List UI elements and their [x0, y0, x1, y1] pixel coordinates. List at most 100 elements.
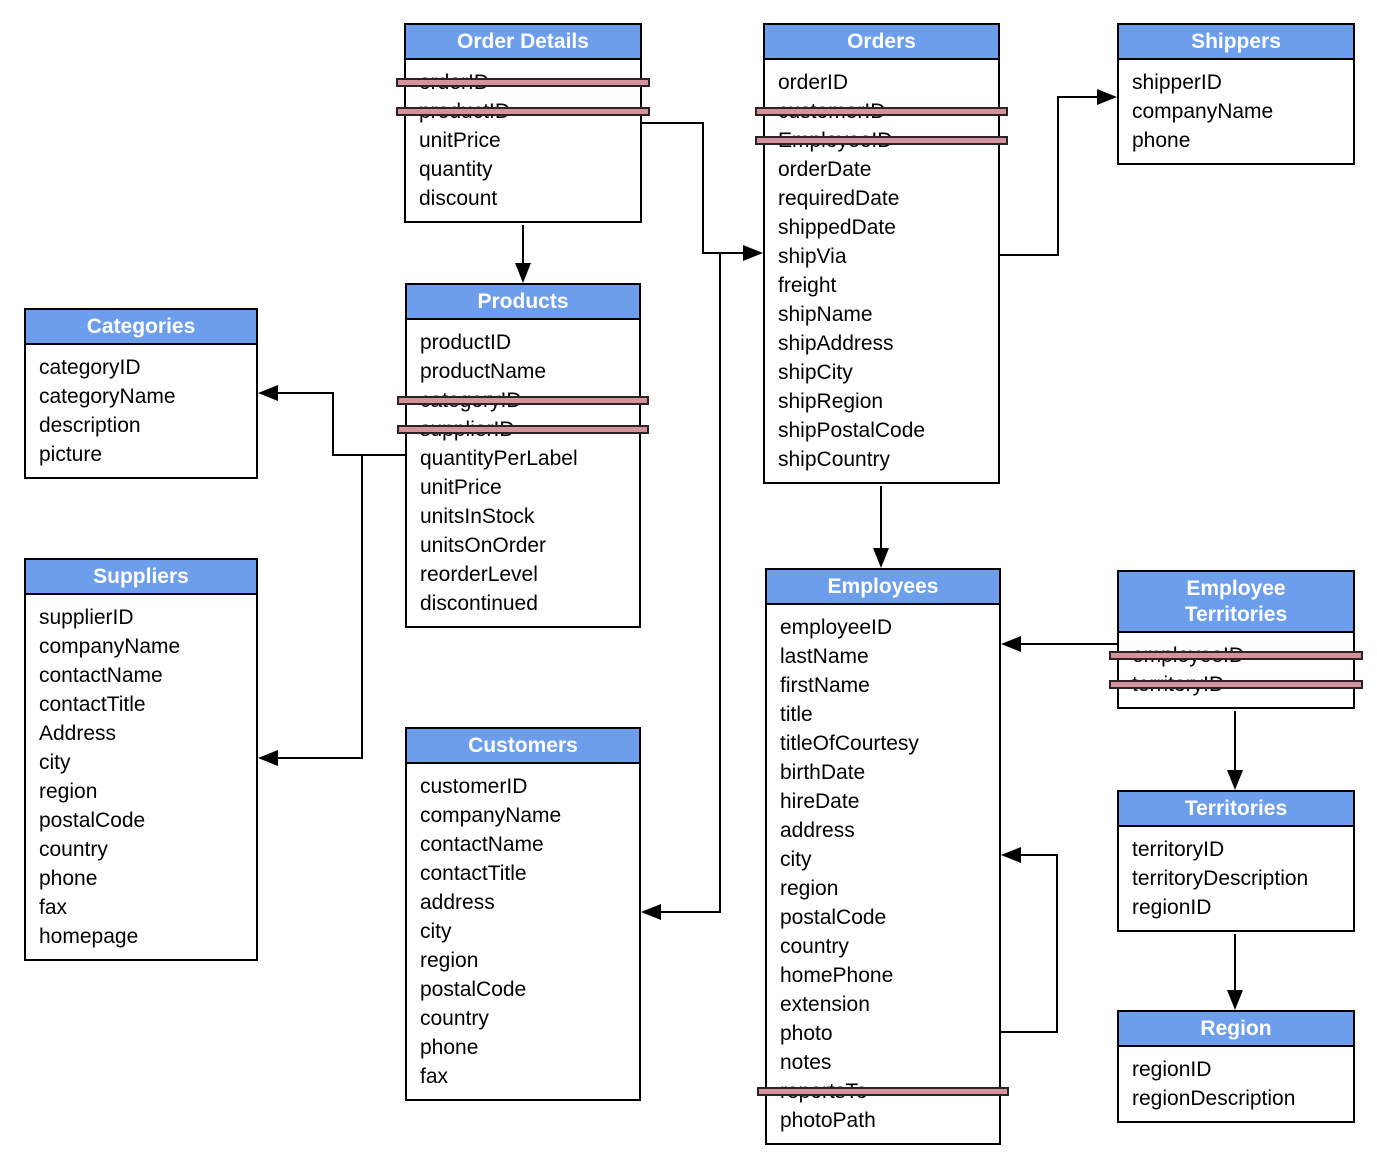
field-label: unitPrice: [419, 129, 501, 152]
table-title-order-details: Order Details: [406, 25, 640, 60]
field-label: region: [39, 780, 98, 803]
table-employee-territories: Employee TerritoriesemployeeIDterritoryI…: [1109, 570, 1363, 709]
field-label: productName: [420, 360, 547, 383]
field-products-productID: productID: [407, 328, 639, 357]
field-label: birthDate: [780, 761, 866, 784]
connector-orders-to-customers: [641, 253, 721, 920]
field-label: description: [39, 414, 141, 437]
field-region-regionID: regionID: [1119, 1055, 1353, 1084]
connector-products-to-suppliers: [258, 455, 363, 766]
field-employees-reportsTo: reportsTo: [757, 1077, 1009, 1106]
field-suppliers-supplierID: supplierID: [26, 603, 256, 632]
field-customers-companyName: companyName: [407, 801, 639, 830]
field-label: firstName: [780, 674, 870, 697]
field-label: orderDate: [778, 158, 872, 181]
field-list-customers: customerID companyName contactName contactT…: [407, 764, 639, 1099]
field-suppliers-postalCode: postalCode: [26, 806, 256, 835]
connector-order-details-to-orders: [642, 122, 763, 261]
field-suppliers-companyName: companyName: [26, 632, 256, 661]
field-territories-territoryID: territoryID: [1119, 835, 1353, 864]
field-territories-territoryDescription: territoryDescription: [1119, 864, 1353, 893]
field-label: unitsInStock: [420, 505, 535, 528]
field-order-details-quantity: quantity: [406, 155, 640, 184]
field-orders-shipCity: shipCity: [765, 358, 998, 387]
field-label: city: [39, 751, 71, 774]
field-shippers-companyName: companyName: [1119, 97, 1353, 126]
field-orders-shipVia: shipVia: [765, 242, 998, 271]
field-label: contactName: [39, 664, 163, 687]
field-label: companyName: [1132, 100, 1274, 123]
field-label: companyName: [420, 804, 562, 827]
field-employees-notes: notes: [767, 1048, 999, 1077]
field-label: fax: [39, 896, 68, 919]
connector-orders-to-shippers: [1000, 89, 1117, 256]
field-order-details-discount: discount: [406, 184, 640, 213]
field-label: shipperID: [1132, 71, 1222, 94]
field-label: employeeID: [780, 616, 893, 639]
table-order-details: Order DetailsorderIDproductIDunitPricequ…: [396, 23, 650, 223]
field-label: discount: [419, 187, 498, 210]
field-label: customerID: [420, 775, 528, 798]
key-strike-bar: [755, 107, 1008, 116]
field-employees-employeeID: employeeID: [767, 613, 999, 642]
field-list-order-details: orderIDproductIDunitPricequantitydiscoun…: [396, 60, 650, 221]
key-strike-bar: [397, 425, 649, 434]
field-products-reorderLevel: reorderLevel: [407, 560, 639, 589]
field-label: postalCode: [39, 809, 146, 832]
field-label: unitsOnOrder: [420, 534, 547, 557]
field-label: quantityPerLabel: [420, 447, 578, 470]
field-customers-phone: phone: [407, 1033, 639, 1062]
field-label: fax: [420, 1065, 449, 1088]
field-employees-title: title: [767, 700, 999, 729]
field-employees-photoPath: photoPath: [767, 1106, 999, 1135]
field-list-shippers: shipperID companyName phone: [1119, 60, 1353, 163]
field-customers-contactName: contactName: [407, 830, 639, 859]
field-label: contactTitle: [420, 862, 527, 885]
field-categories-description: description: [26, 411, 256, 440]
field-list-territories: territoryID territoryDescription regionID: [1119, 827, 1353, 930]
field-label: region: [420, 949, 479, 972]
table-title-suppliers: Suppliers: [26, 560, 256, 595]
field-employees-titleOfCourtesy: titleOfCourtesy: [767, 729, 999, 758]
field-products-productName: productName: [407, 357, 639, 386]
field-categories-categoryID: categoryID: [26, 353, 256, 382]
field-orders-shipAddress: shipAddress: [765, 329, 998, 358]
field-orders-shipCountry: shipCountry: [765, 445, 998, 474]
field-label: extension: [780, 993, 870, 1016]
field-employees-firstName: firstName: [767, 671, 999, 700]
field-categories-categoryName: categoryName: [26, 382, 256, 411]
field-products-discontinued: discontinued: [407, 589, 639, 618]
field-customers-address: address: [407, 888, 639, 917]
field-suppliers-country: country: [26, 835, 256, 864]
field-suppliers-Address: Address: [26, 719, 256, 748]
field-label: regionID: [1132, 896, 1212, 919]
table-title-shippers: Shippers: [1119, 25, 1353, 60]
field-shippers-phone: phone: [1119, 126, 1353, 155]
field-label: contactTitle: [39, 693, 146, 716]
field-label: photo: [780, 1022, 833, 1045]
field-label: supplierID: [39, 606, 134, 629]
field-customers-city: city: [407, 917, 639, 946]
field-orders-shippedDate: shippedDate: [765, 213, 998, 242]
field-label: postalCode: [780, 906, 887, 929]
field-label: orderID: [778, 71, 849, 94]
field-label: address: [420, 891, 495, 914]
field-label: territoryDescription: [1132, 867, 1309, 890]
field-label: phone: [39, 867, 98, 890]
field-suppliers-city: city: [26, 748, 256, 777]
field-label: contactName: [420, 833, 544, 856]
key-strike-bar: [1109, 651, 1363, 660]
field-employee-territories-employeeID: employeeID: [1109, 641, 1363, 670]
field-products-unitsOnOrder: unitsOnOrder: [407, 531, 639, 560]
field-label: region: [780, 877, 839, 900]
field-orders-orderDate: orderDate: [765, 155, 998, 184]
table-title-customers: Customers: [407, 729, 639, 764]
field-label: homePhone: [780, 964, 894, 987]
table-title-territories: Territories: [1119, 792, 1353, 827]
